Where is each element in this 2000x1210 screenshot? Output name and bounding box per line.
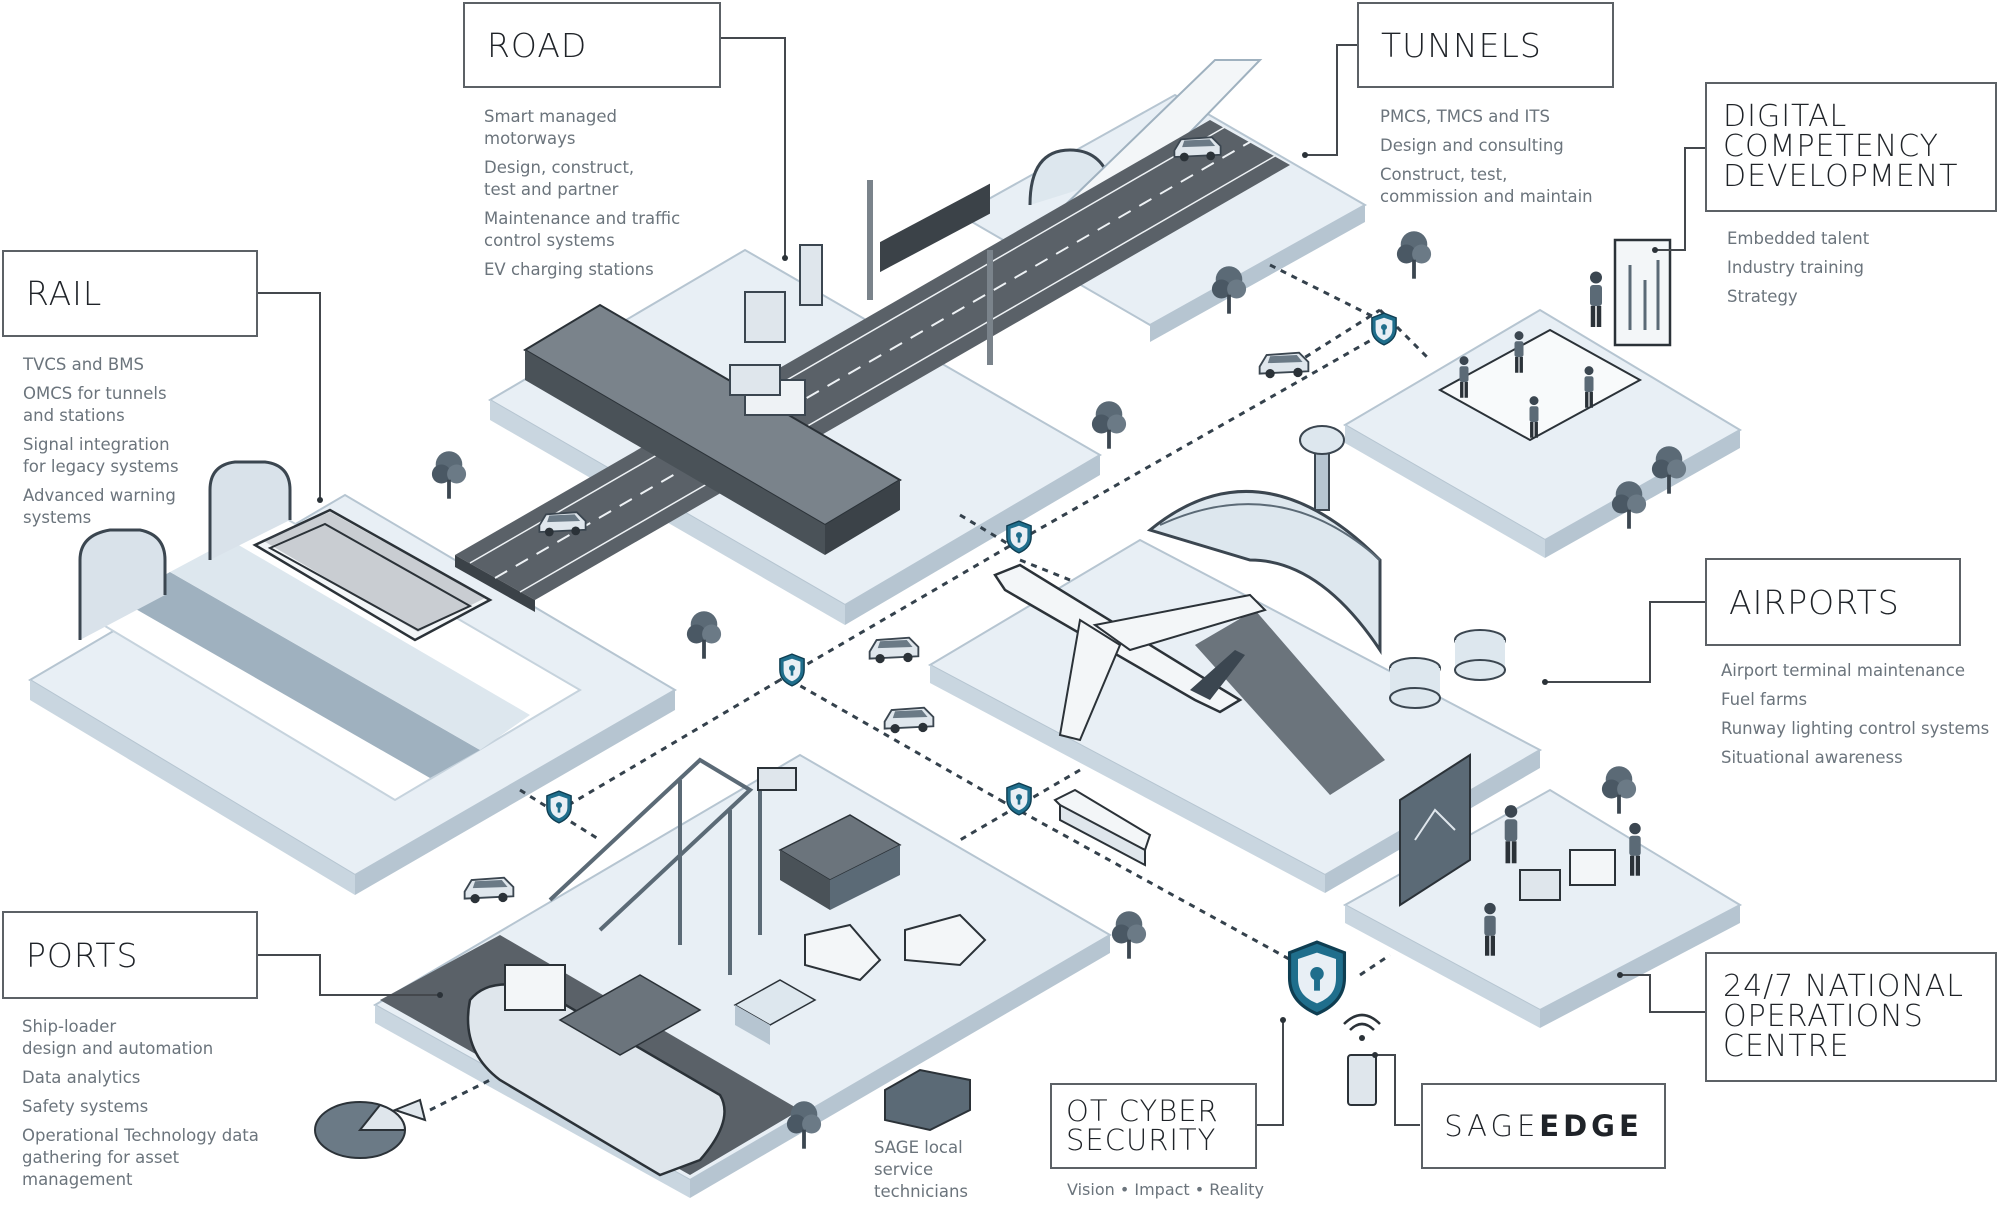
rail-platform	[28, 460, 677, 895]
airports-item: Fuel farms	[1721, 689, 1808, 709]
tunnels-label: TUNNELS	[1357, 2, 1614, 88]
pie-chart-icon	[314, 1098, 427, 1159]
sage-word: SAGE	[1444, 1109, 1540, 1143]
rail-item: Signal integration for legacy systems	[23, 434, 179, 476]
ports-item: Ship-loader design and automation	[22, 1017, 214, 1058]
shield-icon	[1371, 312, 1397, 346]
digital-item: Embedded talent	[1727, 229, 1870, 248]
noc-label: 24/7 NATIONAL OPERATIONS CENTRE	[1705, 952, 1997, 1082]
tunnels-item: Construct, test, commission and maintain	[1380, 164, 1593, 206]
digital-item: Strategy	[1727, 286, 1798, 306]
digital-items: Embedded talent Industry training Strate…	[1727, 228, 1967, 315]
callout-dots	[317, 152, 1658, 1058]
sage-edge-logo: SAGEEDGE	[1444, 1109, 1643, 1143]
ports-item: Data analytics	[22, 1067, 141, 1087]
rail-item: TVCS and BMS	[23, 355, 144, 374]
network-lines	[429, 263, 1432, 1112]
tunnels-item: PMCS, TMCS and ITS	[1380, 107, 1550, 126]
sage-edge-box: SAGEEDGE	[1421, 1083, 1666, 1169]
shield-icon	[1006, 782, 1032, 816]
digital-item: Industry training	[1727, 257, 1865, 277]
shield-icon	[1006, 520, 1032, 554]
ot-tagline: Vision • Impact • Reality	[1067, 1180, 1264, 1199]
airports-label: AIRPORTS	[1705, 558, 1961, 646]
ot-title: OT CYBER SECURITY	[1066, 1094, 1219, 1157]
road-item: EV charging stations	[484, 259, 654, 279]
noc-platform	[1342, 753, 1743, 1028]
airports-item: Situational awareness	[1721, 747, 1903, 767]
tunnels-title: TUNNELS	[1381, 25, 1542, 65]
rail-label: RAIL	[2, 250, 258, 337]
tunnels-items: PMCS, TMCS and ITS Design and consulting…	[1380, 106, 1620, 215]
edge-device-icon	[1343, 1013, 1381, 1106]
ports-label: PORTS	[2, 911, 258, 999]
callout-lines	[258, 37, 1705, 1126]
rail-items: TVCS and BMS OMCS for tunnels and statio…	[23, 354, 253, 536]
digital-title: DIGITAL COMPETENCY DEVELOPMENT	[1723, 99, 1959, 194]
noc-title: 24/7 NATIONAL OPERATIONS CENTRE	[1723, 969, 1965, 1064]
ot-label: OT CYBER SECURITY	[1050, 1083, 1257, 1169]
digital-label: DIGITAL COMPETENCY DEVELOPMENT	[1705, 82, 1997, 212]
rail-title: RAIL	[26, 274, 103, 313]
ship	[466, 964, 726, 1177]
ports-platform	[372, 753, 1112, 1198]
road-label: ROAD	[463, 2, 721, 88]
rail-item: OMCS for tunnels and stations	[23, 383, 167, 425]
tunnels-item: Design and consulting	[1380, 135, 1564, 155]
airports-items: Airport terminal maintenance Fuel farms …	[1721, 660, 1996, 776]
airports-title: AIRPORTS	[1729, 582, 1900, 622]
road-item: Design, construct, test and partner	[484, 157, 635, 199]
road-vehicles	[463, 351, 1310, 1132]
technicians-text: SAGE local service technicians	[874, 1137, 994, 1210]
shield-icon	[1287, 940, 1347, 1016]
ports-item: Operational Technology data gathering fo…	[22, 1125, 259, 1189]
motorway	[455, 120, 1290, 612]
road-item: Maintenance and traffic control systems	[484, 208, 681, 250]
road-title: ROAD	[487, 25, 588, 65]
technicians-label: SAGE local service technicians	[874, 1138, 969, 1201]
ports-title: PORTS	[26, 935, 139, 975]
rail-item: Advanced warning systems	[23, 485, 176, 527]
airports-item: Airport terminal maintenance	[1721, 661, 1965, 680]
tram	[252, 508, 493, 642]
ports-items: Ship-loader design and automation Data a…	[22, 1016, 282, 1198]
road-item: Smart managed motorways	[484, 107, 618, 148]
airplane	[993, 563, 1267, 742]
road-items: Smart managed motorways Design, construc…	[484, 106, 724, 288]
ports-item: Safety systems	[22, 1096, 149, 1116]
edge-word: EDGE	[1539, 1109, 1643, 1143]
gantry-crane	[548, 757, 797, 975]
airports-item: Runway lighting control systems	[1721, 718, 1990, 738]
shield-icon	[546, 790, 572, 824]
shield-icon	[779, 653, 805, 687]
digital-platform	[1343, 238, 1742, 558]
